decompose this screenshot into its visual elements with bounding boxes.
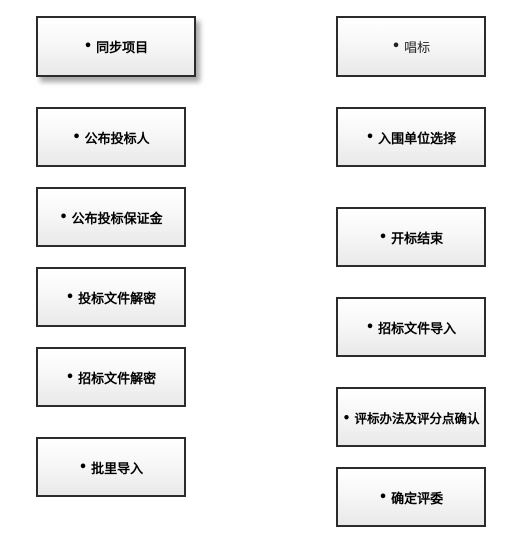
step-label: 开标结束 — [391, 231, 444, 247]
step-confirm-evaluation-method[interactable]: • 评标办法及评分点确认 — [336, 387, 486, 447]
step-batch-import[interactable]: • 批里导入 — [36, 437, 186, 497]
bullet-icon: • — [391, 39, 401, 54]
step-bid-reading[interactable]: • 唱标 — [336, 16, 486, 77]
bullet-icon: • — [65, 289, 75, 305]
bullet-icon: • — [365, 319, 375, 335]
step-label: 招标文件导入 — [378, 321, 457, 337]
step-label: 招标文件解密 — [78, 371, 157, 387]
step-label: 批里导入 — [91, 461, 144, 477]
step-label: 同步项目 — [96, 41, 149, 56]
step-sync-project[interactable]: • 同步项目 — [36, 16, 196, 77]
step-label: 评标办法及评分点确认 — [354, 410, 480, 426]
bullet-icon: • — [65, 369, 75, 385]
step-label: 公布投标保证金 — [71, 211, 163, 227]
step-shortlist-selection[interactable]: • 入围单位选择 — [336, 107, 486, 167]
step-label: 投标文件解密 — [78, 291, 157, 307]
step-import-tender-files[interactable]: • 招标文件导入 — [336, 297, 486, 357]
step-label: 唱标 — [404, 41, 431, 56]
bullet-icon: • — [365, 129, 375, 145]
bullet-icon: • — [83, 39, 93, 54]
step-publish-bidders[interactable]: • 公布投标人 — [36, 107, 186, 167]
bullet-icon: • — [59, 209, 68, 225]
bullet-icon: • — [72, 129, 81, 145]
bullet-icon: • — [78, 459, 88, 475]
step-bid-opening-end[interactable]: • 开标结束 — [336, 207, 486, 267]
bullet-icon: • — [342, 409, 351, 425]
bullet-icon: • — [378, 489, 388, 505]
step-decrypt-tender-files[interactable]: • 招标文件解密 — [36, 347, 186, 407]
step-determine-evaluators[interactable]: • 确定评委 — [336, 467, 486, 527]
step-decrypt-bid-files[interactable]: • 投标文件解密 — [36, 267, 186, 327]
bullet-icon: • — [378, 229, 388, 245]
step-label: 公布投标人 — [84, 131, 150, 147]
step-publish-bid-deposit[interactable]: • 公布投标保证金 — [36, 187, 186, 247]
step-label: 入围单位选择 — [378, 131, 457, 147]
step-label: 确定评委 — [391, 491, 444, 507]
